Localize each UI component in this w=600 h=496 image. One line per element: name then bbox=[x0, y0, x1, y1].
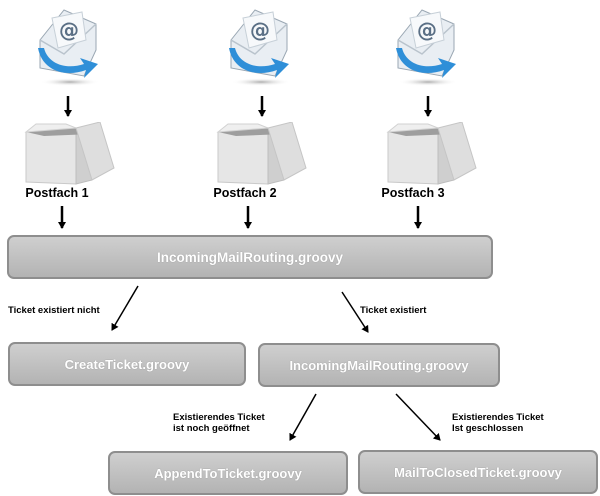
node-create-ticket: CreateTicket.groovy bbox=[8, 342, 246, 386]
edge-label-existing-open-line2: ist noch geöffnet bbox=[173, 423, 250, 434]
email-envelope-icon: @ bbox=[38, 9, 100, 86]
edge-label-ticket-exists: Ticket existiert bbox=[360, 305, 427, 316]
open-box-icon bbox=[24, 122, 115, 185]
node-incoming-mail-routing-main: IncomingMailRouting.groovy bbox=[7, 235, 493, 279]
svg-text:@: @ bbox=[417, 18, 437, 42]
arrow-existing-to-append bbox=[289, 393, 317, 441]
arrow-routing-to-create bbox=[111, 285, 139, 331]
email-envelope-icon: @ bbox=[396, 9, 458, 86]
svg-text:@: @ bbox=[250, 18, 270, 42]
node-mail-to-closed-ticket: MailToClosedTicket.groovy bbox=[358, 450, 598, 494]
edge-label-existing-closed-line1: Existierendes Ticket bbox=[452, 412, 544, 423]
arrow-existing-to-closed bbox=[395, 393, 441, 441]
node-append-to-ticket: AppendToTicket.groovy bbox=[108, 451, 348, 495]
edge-label-existing-closed-line2: Ist geschlossen bbox=[452, 423, 524, 434]
edge-label-existing-closed: Existierendes Ticket Ist geschlossen bbox=[452, 412, 544, 434]
postfach-label-1: Postfach 1 bbox=[25, 186, 89, 200]
open-box-icon bbox=[216, 122, 307, 185]
node-incoming-mail-routing-existing: IncomingMailRouting.groovy bbox=[258, 343, 500, 387]
email-envelope-icon: @ bbox=[229, 9, 291, 86]
edge-label-ticket-not-exists: Ticket existiert nicht bbox=[8, 305, 100, 316]
postfach-label-2: Postfach 2 bbox=[213, 186, 277, 200]
edge-label-existing-open: Existierendes Ticket ist noch geöffnet bbox=[173, 412, 265, 434]
edge-label-existing-open-line1: Existierendes Ticket bbox=[173, 412, 265, 423]
open-box-icon bbox=[386, 122, 477, 185]
arrow-routing-to-existing bbox=[341, 291, 369, 333]
postfach-label-3: Postfach 3 bbox=[381, 186, 445, 200]
svg-text:@: @ bbox=[59, 18, 79, 42]
